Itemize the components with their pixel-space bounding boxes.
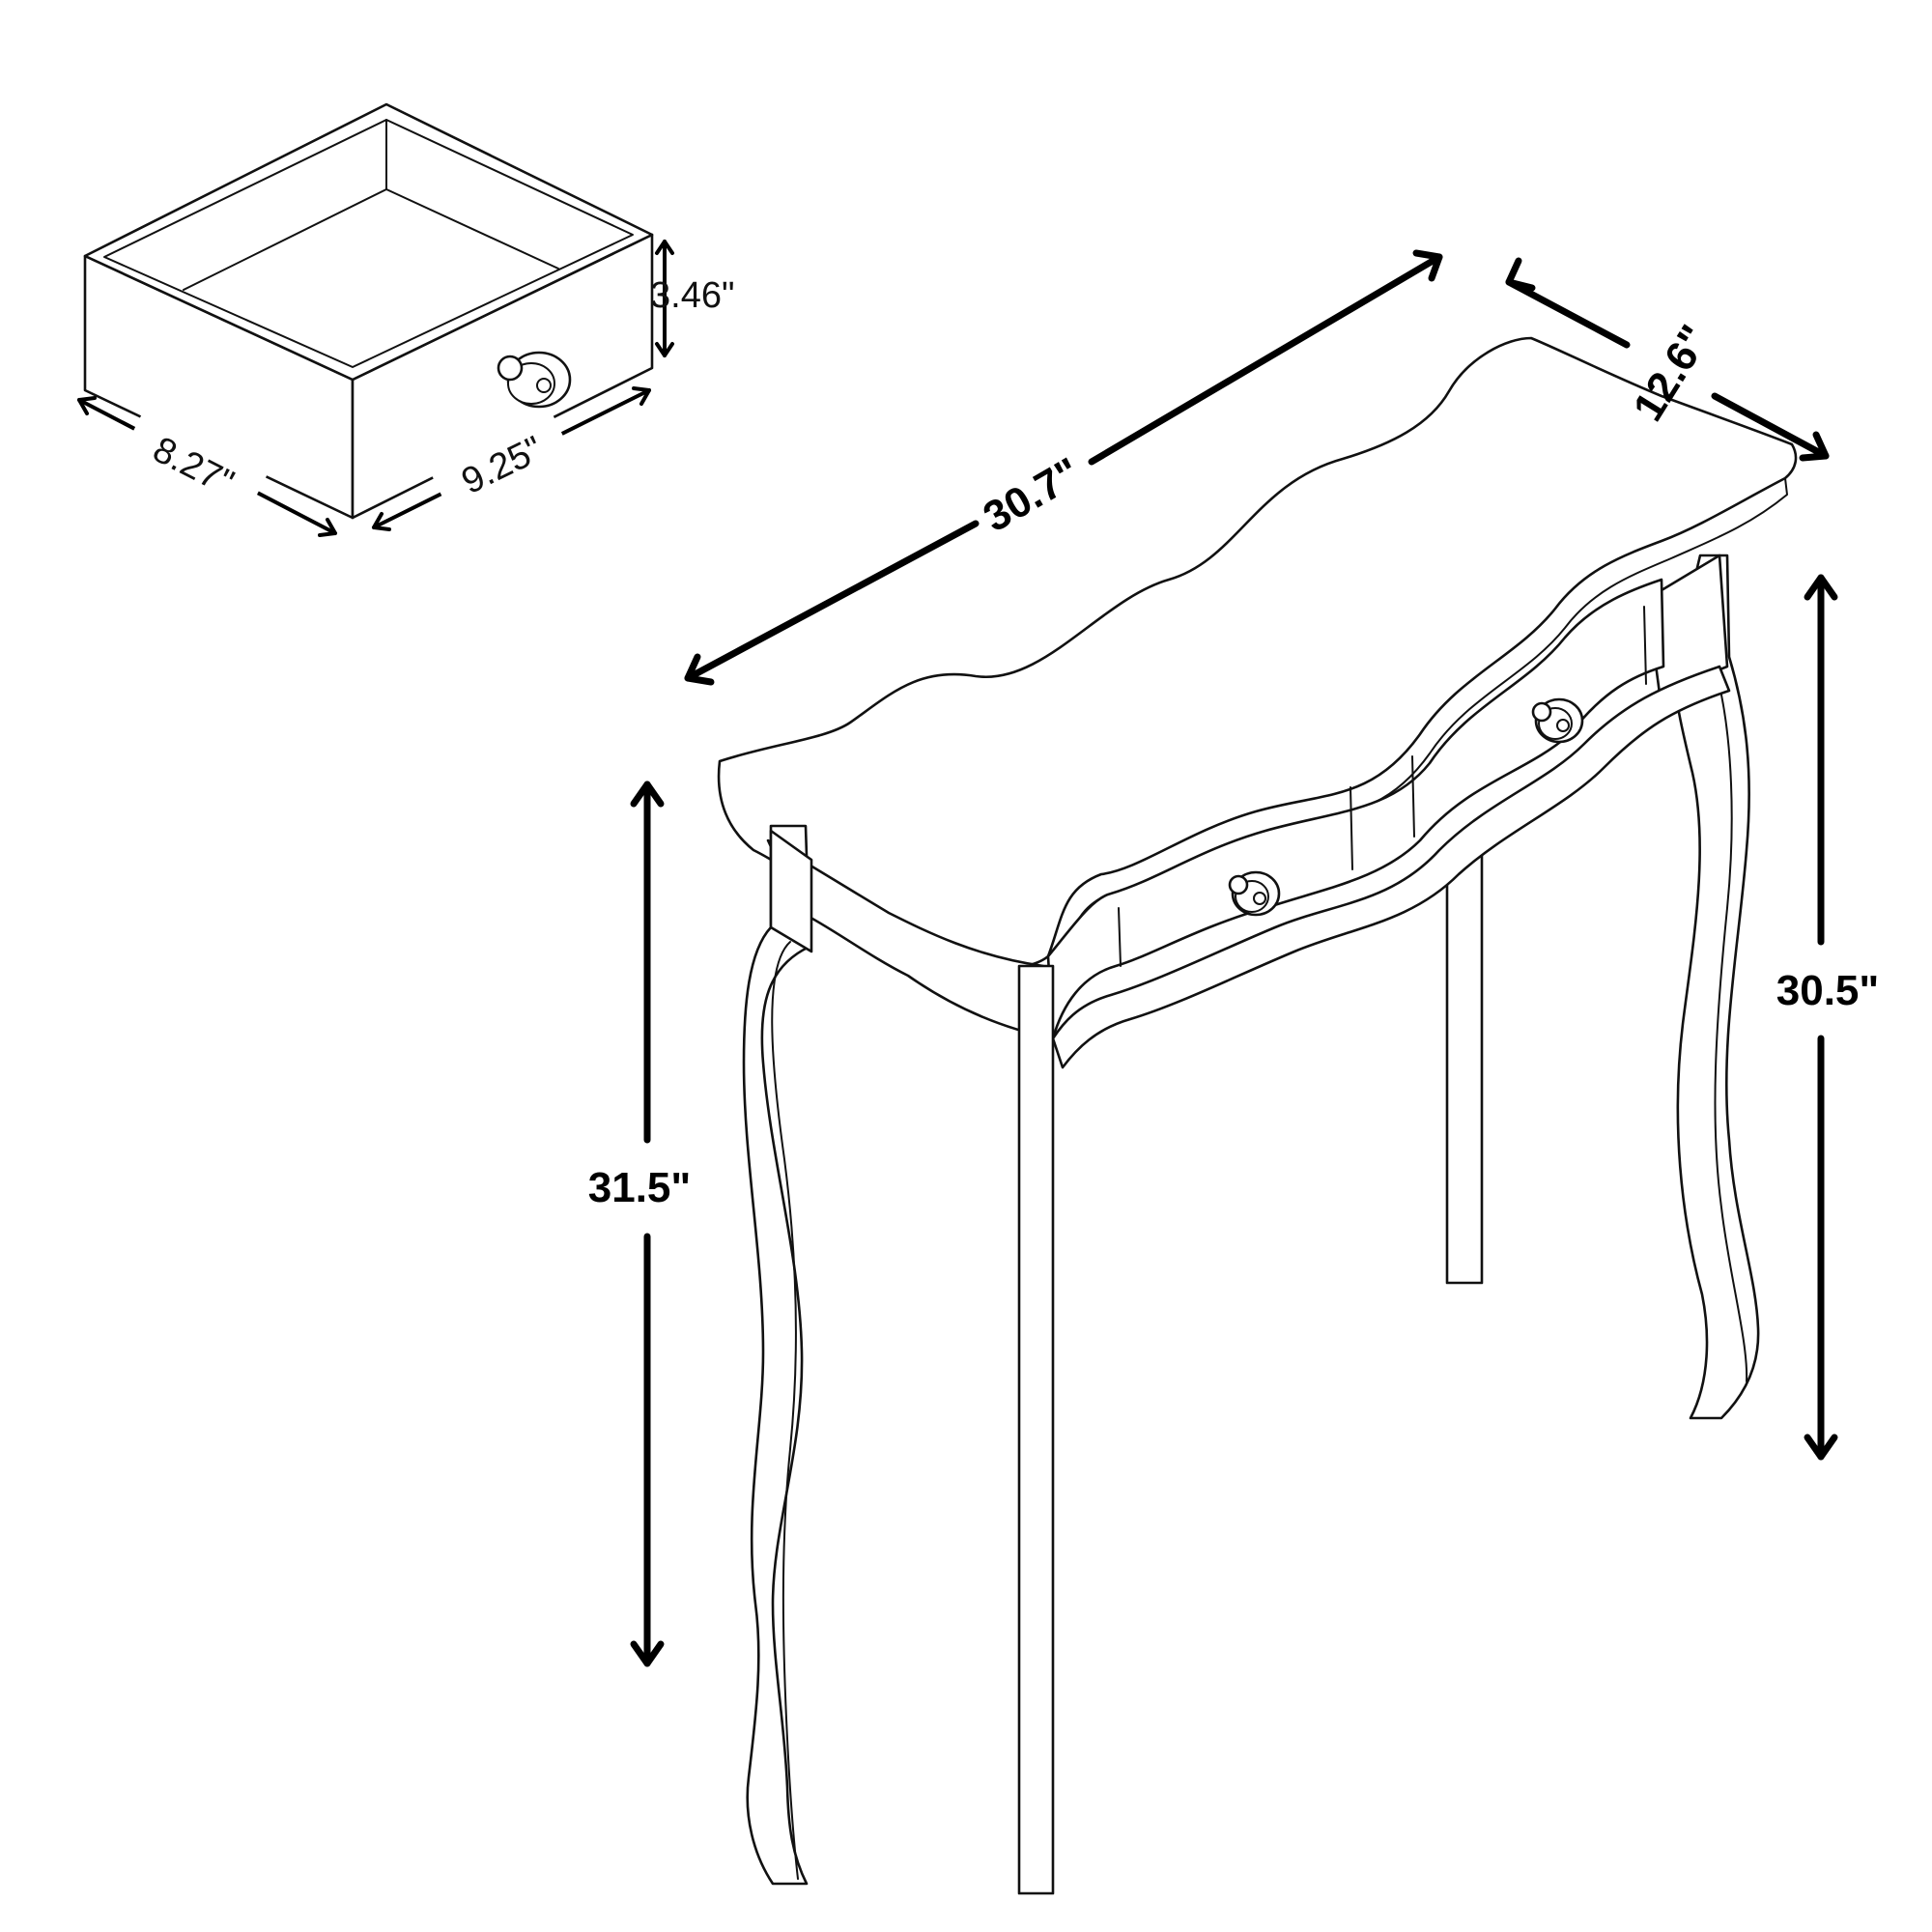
drawer-knob-icon <box>497 351 572 409</box>
drawer-divider-2 <box>1350 786 1353 870</box>
table-leg-front-left <box>742 824 811 1886</box>
table-apron-front-main <box>1046 578 1665 1040</box>
console-table-illustration: 30.7" 12.6" 31.5" 30.5" <box>588 249 1880 1895</box>
table-front-height-dimension: 31.5" <box>588 781 692 1667</box>
table-leg-front-straight <box>1017 964 1055 1895</box>
table-length-label: 30.7" <box>976 449 1089 542</box>
table-back-height-dimension: 30.5" <box>1776 574 1880 1461</box>
table-leg-back-inner <box>1445 831 1484 1285</box>
table-front-rail <box>1051 665 1731 1069</box>
drawer-illustration: 3.46" 9.25" 8.27" <box>77 102 734 537</box>
drawer-inner-opening <box>103 119 634 368</box>
drawer-divider-1 <box>1118 907 1122 967</box>
drawer-divider-4 <box>1643 606 1647 685</box>
drawer-height-label: 3.46" <box>650 275 734 316</box>
table-front-height-label: 31.5" <box>588 1164 692 1211</box>
drawer-divider-3 <box>1411 755 1415 838</box>
table-back-height-label: 30.5" <box>1776 967 1880 1014</box>
table-drawer-knob-left-icon <box>1228 870 1281 917</box>
drawer-height-dimension: 3.46" <box>650 240 734 357</box>
drawer-inner-floor-back <box>183 188 559 291</box>
table-drawer-knob-right-icon <box>1531 697 1584 744</box>
table-apron-left <box>769 829 813 953</box>
table-leg-back-right <box>1673 554 1760 1420</box>
